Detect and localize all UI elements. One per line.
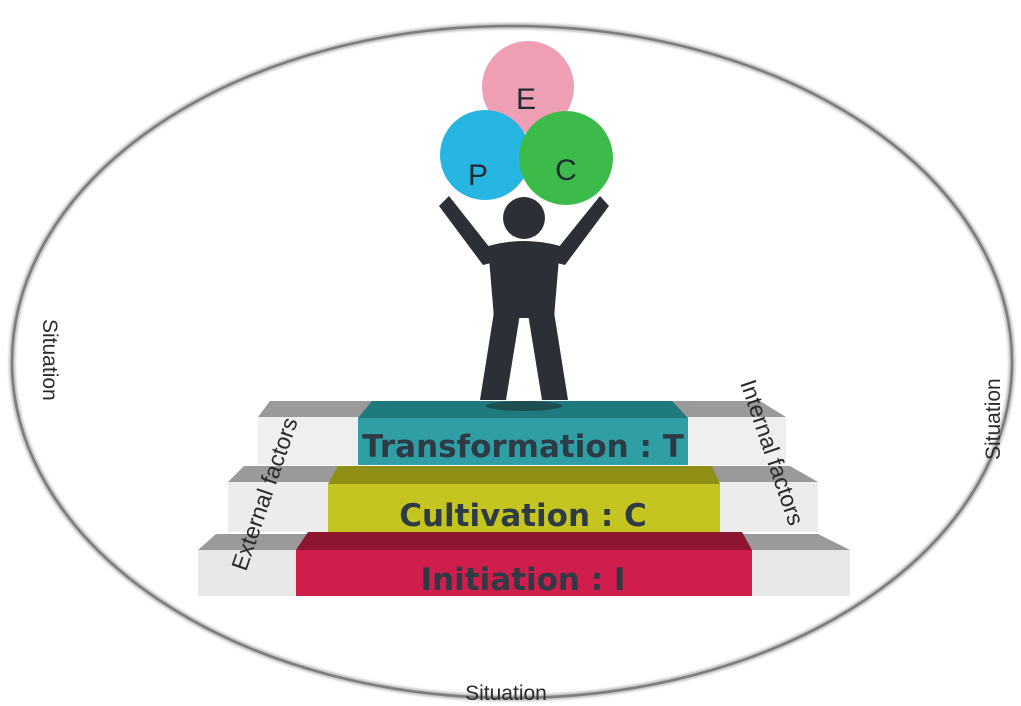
step-label-cultivation: Cultivation : C — [399, 498, 647, 534]
step-label-transformation: Transformation : T — [362, 429, 684, 465]
ball-p-label: P — [468, 159, 488, 192]
ball-p — [440, 110, 530, 200]
step-initiation — [296, 550, 752, 596]
stairs — [198, 401, 850, 596]
pec-balls — [440, 41, 613, 205]
situation-label-right: Situation — [982, 378, 1005, 460]
situation-label-bottom: Situation — [465, 682, 547, 705]
step-label-initiation: Initiation : I — [421, 562, 626, 598]
ball-c — [519, 111, 613, 205]
step-transformation — [358, 418, 688, 465]
ball-e — [482, 41, 574, 133]
person-figure-icon — [439, 196, 609, 411]
situation-ellipse-line — [10, 24, 1014, 700]
step-cultivation — [328, 484, 720, 532]
ball-c-label: C — [555, 154, 577, 187]
ball-e-label: E — [516, 83, 536, 116]
situation-label-left: Situation — [38, 319, 61, 401]
